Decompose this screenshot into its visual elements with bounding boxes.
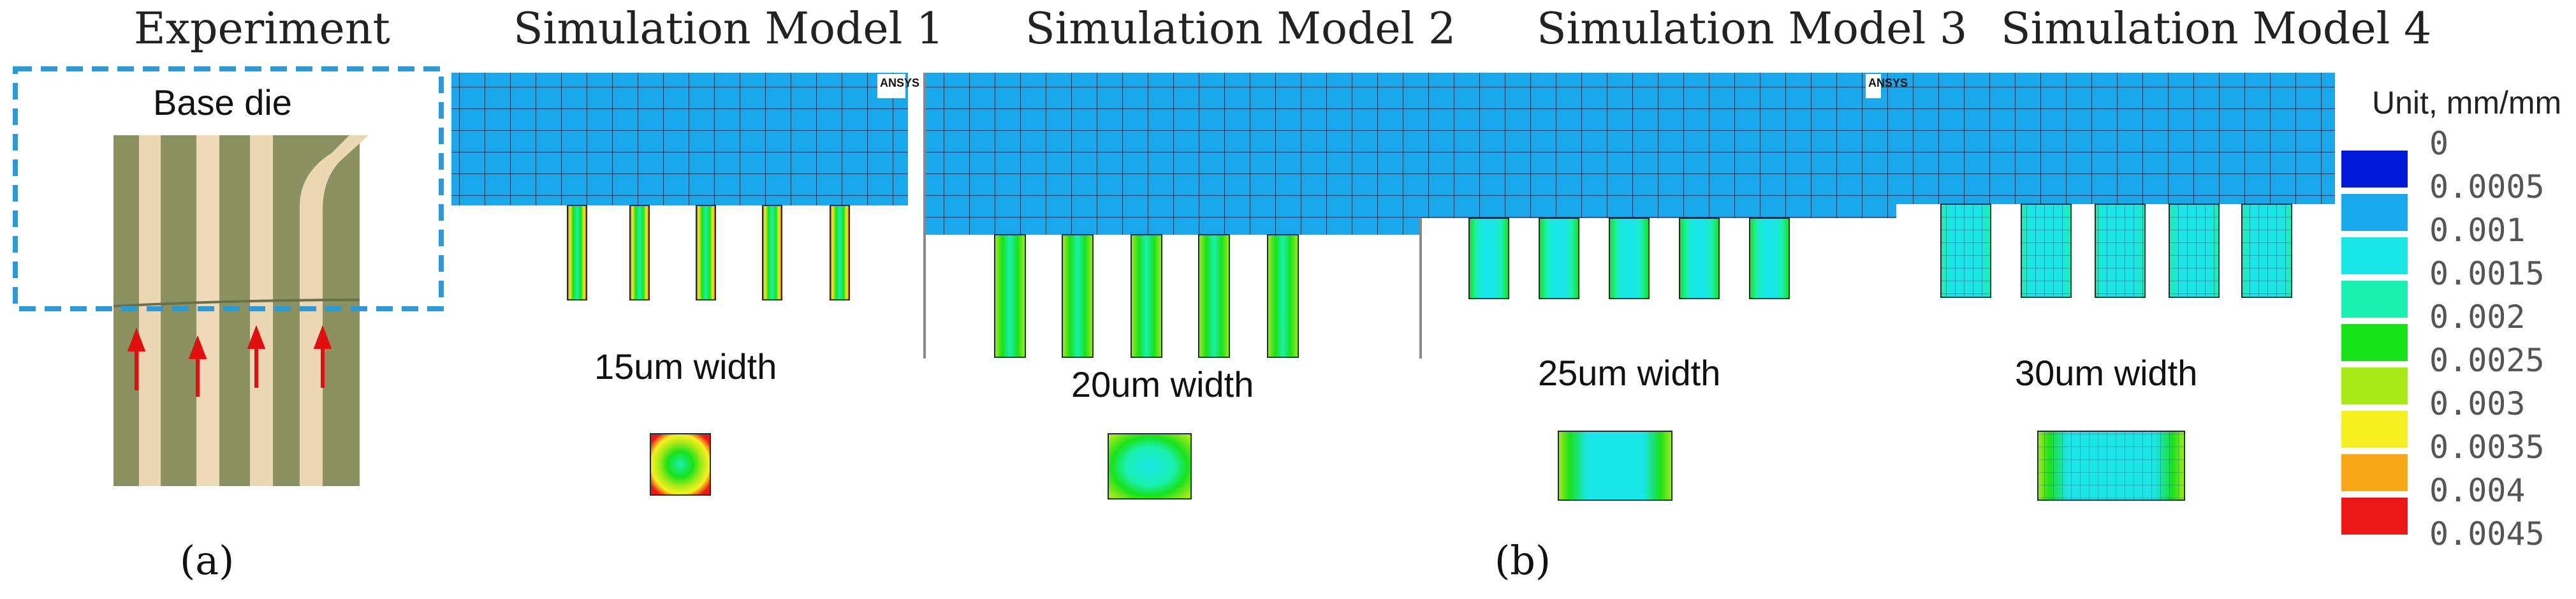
- base-die-region: [13, 66, 444, 311]
- pillars: [1940, 203, 2292, 298]
- legend-value: 0.004: [2429, 472, 2526, 509]
- panel-title-model-2: Simulation Model 2: [1025, 4, 1456, 54]
- pillars: [567, 205, 850, 300]
- legend-value: 0.0025: [2429, 342, 2545, 379]
- pillars: [994, 234, 1299, 358]
- caption-a: (a): [180, 537, 235, 584]
- legend-value: 0.003: [2429, 385, 2526, 422]
- cross-section: [1558, 431, 1672, 501]
- model-3-mesh: [1401, 73, 1896, 501]
- pillars: [1468, 218, 1790, 299]
- legend-unit: Unit, mm/mm: [2372, 85, 2562, 121]
- ansys-logo: ANSYS: [880, 77, 919, 89]
- panel-title-model-4: Simulation Model 4: [2001, 4, 2432, 54]
- width-label-model-3: 25um width: [1538, 353, 1721, 393]
- legend-swatch: [2341, 411, 2408, 448]
- legend-value: 0.0005: [2429, 168, 2545, 205]
- width-label-model-2: 20um width: [1071, 364, 1254, 404]
- legend-swatch: [2341, 237, 2408, 274]
- legend-swatch: [2341, 454, 2408, 491]
- legend-swatch: [2341, 194, 2408, 231]
- legend-swatch: [2341, 367, 2408, 404]
- legend-swatch: [2341, 498, 2408, 535]
- panel-title-model-3: Simulation Model 3: [1537, 4, 1968, 54]
- legend-swatch: [2341, 324, 2408, 361]
- model-1-mesh: [451, 73, 908, 496]
- arrow-up-icon: [127, 325, 332, 397]
- legend-value: 0.0035: [2429, 429, 2545, 466]
- caption-b: (b): [1495, 537, 1551, 584]
- ansys-logo: ANSYS: [1868, 77, 1908, 89]
- base-die-label: Base die: [153, 82, 292, 122]
- model-4-mesh: [1881, 73, 2335, 501]
- panel-title-model-1: Simulation Model 1: [513, 4, 944, 54]
- legend-swatch: [2341, 151, 2408, 188]
- legend-value: 0.002: [2429, 299, 2526, 336]
- cross-section: [650, 433, 711, 496]
- model-2-mesh: [923, 73, 1422, 499]
- legend-value: 0.0045: [2429, 515, 2545, 552]
- legend-value: 0: [2429, 125, 2449, 162]
- cross-section: [1108, 433, 1192, 499]
- legend-swatch: [2341, 281, 2408, 318]
- panel-title-experiment: Experiment: [134, 4, 390, 54]
- legend-value: 0.001: [2429, 212, 2526, 249]
- width-label-model-4: 30um width: [2015, 353, 2198, 393]
- legend-value: 0.0015: [2429, 255, 2545, 292]
- width-label-model-1: 15um width: [594, 346, 777, 387]
- experiment-photo: [13, 66, 444, 486]
